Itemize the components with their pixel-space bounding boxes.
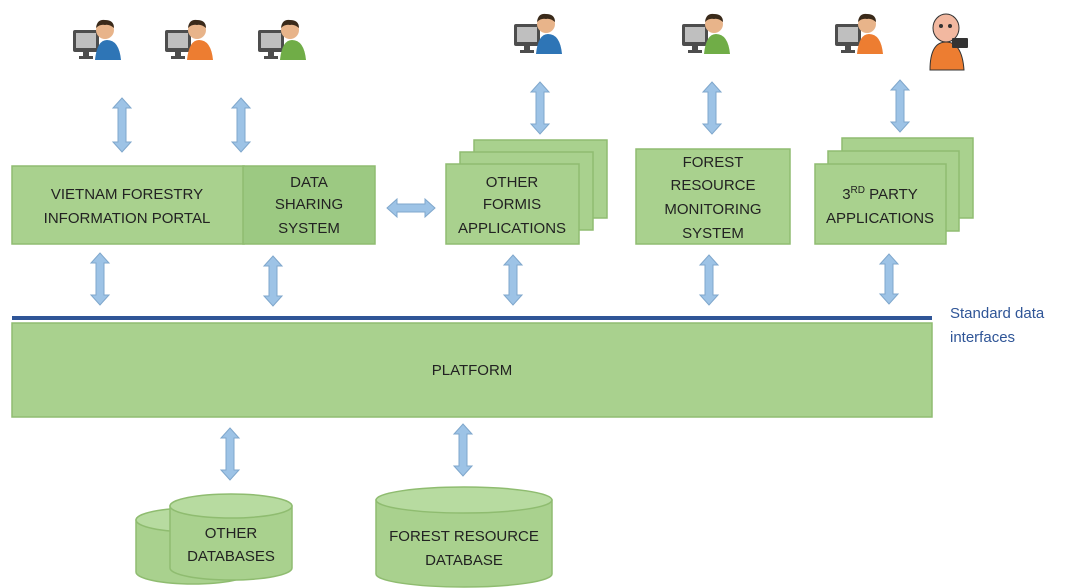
arrow-platform-forest-db bbox=[452, 423, 474, 477]
other-formis-box: OTHER FORMIS APPLICATIONS bbox=[445, 139, 608, 245]
arrow-user4-other-formis bbox=[529, 81, 551, 135]
third-party-label-line2: APPLICATIONS bbox=[826, 210, 934, 227]
arrow-user6-third-party bbox=[889, 79, 911, 133]
data-sharing-label-line3: SYSTEM bbox=[278, 220, 340, 237]
other-formis-label-line2: FORMIS bbox=[483, 196, 541, 213]
arrow-portal-platform bbox=[89, 252, 111, 306]
user-icon-3 bbox=[258, 19, 306, 60]
standard-interface-label-line2: interfaces bbox=[950, 329, 1015, 346]
arrow-monitoring-platform bbox=[698, 254, 720, 306]
forest-monitoring-box: FOREST RESOURCE MONITORING SYSTEM bbox=[635, 148, 791, 245]
user-with-device-icon bbox=[929, 13, 968, 71]
portal-box: VIETNAM FORESTRY INFORMATION PORTAL bbox=[11, 165, 245, 245]
user-icon-4 bbox=[514, 13, 562, 54]
platform-label: PLATFORM bbox=[432, 362, 513, 379]
arrow-other-formis-platform bbox=[502, 254, 524, 306]
arrow-user1-portal bbox=[111, 97, 133, 153]
forest-db-label-line1: FOREST RESOURCE bbox=[389, 528, 539, 545]
other-databases-cylinder: OTHER DATABASES bbox=[135, 493, 293, 585]
user-icon-2 bbox=[165, 19, 213, 60]
other-formis-label-line3: APPLICATIONS bbox=[458, 220, 566, 237]
third-party-box: 3RD PARTY APPLICATIONS bbox=[814, 137, 974, 245]
forest-monitoring-label-line4: SYSTEM bbox=[682, 225, 744, 242]
data-sharing-box: DATA SHARING SYSTEM bbox=[242, 165, 376, 245]
other-databases-label-line2: DATABASES bbox=[187, 548, 275, 565]
user-icon-1 bbox=[73, 19, 121, 60]
other-databases-label-line1: OTHER bbox=[205, 525, 258, 542]
portal-label-line2: INFORMATION PORTAL bbox=[44, 210, 211, 227]
arrow-data-sharing-other-formis bbox=[386, 197, 436, 219]
forest-monitoring-label-line1: FOREST bbox=[683, 154, 744, 171]
forest-db-label-line2: DATABASE bbox=[425, 552, 503, 569]
forest-monitoring-label-line2: RESOURCE bbox=[670, 177, 755, 194]
forest-monitoring-label-line3: MONITORING bbox=[664, 201, 761, 218]
forest-resource-database-cylinder: FOREST RESOURCE DATABASE bbox=[375, 486, 553, 588]
arrow-user3-data-sharing bbox=[230, 97, 252, 153]
third-party-label-line1: 3RD PARTY bbox=[842, 185, 918, 203]
standard-interface-label-line1: Standard data bbox=[950, 305, 1045, 322]
data-sharing-label-line2: SHARING bbox=[275, 196, 343, 213]
platform-box: PLATFORM bbox=[11, 322, 933, 418]
other-formis-label-line1: OTHER bbox=[486, 174, 539, 191]
arrow-user5-monitoring bbox=[701, 81, 723, 135]
user-icon-6 bbox=[835, 13, 883, 54]
arrow-platform-other-databases bbox=[219, 427, 241, 481]
data-sharing-label-line1: DATA bbox=[290, 174, 328, 191]
portal-label-line1: VIETNAM FORESTRY bbox=[51, 186, 203, 203]
arrow-third-party-platform bbox=[878, 253, 900, 305]
user-icon-5 bbox=[682, 13, 730, 54]
arrow-data-sharing-platform bbox=[262, 255, 284, 307]
